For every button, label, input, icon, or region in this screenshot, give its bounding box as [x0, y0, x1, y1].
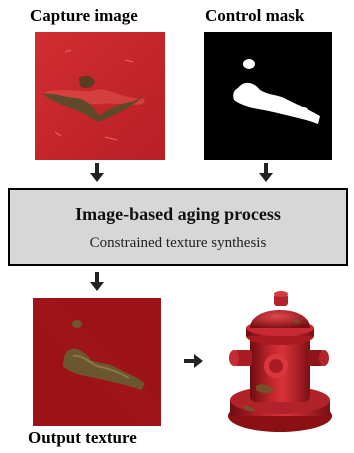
down-arrow-icon	[259, 163, 273, 183]
process-subtitle: Constrained texture synthesis	[10, 235, 346, 252]
control-mask-label: Control mask	[205, 6, 304, 26]
output-texture-label: Output texture	[28, 428, 137, 448]
process-title: Image-based aging process	[10, 204, 346, 225]
output-texture	[33, 298, 161, 426]
down-arrow-icon	[90, 163, 104, 183]
down-arrow-icon	[90, 272, 104, 292]
capture-image-label: Capture image	[30, 6, 138, 26]
control-mask	[204, 32, 332, 160]
aging-process-box: Image-based aging process Constrained te…	[8, 188, 348, 266]
fire-hydrant-icon	[222, 290, 340, 440]
right-arrow-icon	[184, 354, 204, 368]
capture-image	[35, 32, 165, 160]
